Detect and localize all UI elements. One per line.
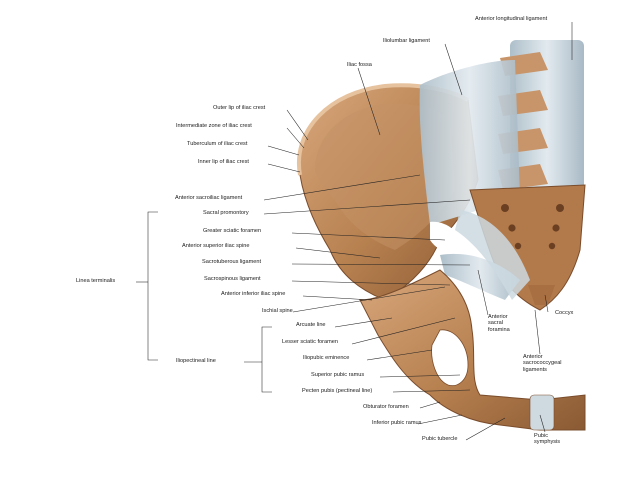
label-linea-terminalis: Linea terminalis [76,278,116,284]
sacral-foramen-3 [514,242,522,250]
label-anterior-inferior-iliac-spine: Anterior inferior iliac spine [221,291,286,297]
leader-lines [136,22,573,441]
sacral-foramen-4 [556,204,564,212]
sacral-foramen-2 [508,224,516,232]
sacrospinous-ligament-band [440,253,520,300]
sacrotuberous-ligament-band [455,210,530,300]
label-lesser-sciatic-foramen: Lesser sciatic foramen [282,339,338,345]
sacral-foramen-1 [501,204,509,212]
label-tuberculum-of-iliac-crest: Tuberculum of iliac crest [187,141,248,147]
label-anterior-sacral-foramina: Anterior sacral foramina [488,314,510,333]
coccyx-bone [528,285,555,305]
label-greater-sciatic-foramen: Greater sciatic foramen [203,228,262,234]
label-inferior-pubic-ramus: Inferior pubic ramus [372,420,422,426]
sacral-foramen-6 [548,242,556,250]
label-iliopubic-eminence: Iliopubic eminence [303,355,350,361]
greater-sciatic-foramen-gap [430,221,465,253]
label-sacrospinous-ligament: Sacrospinous ligament [204,276,261,282]
obturator-foramen-hole [431,329,469,387]
sacroiliac-ligaments [419,60,520,225]
label-outer-lip-of-iliac-crest: Outer lip of iliac crest [213,105,266,111]
label-sacrotuberous-ligament: Sacrotuberous ligament [202,259,262,265]
iliac-fossa-shade [315,103,455,251]
anterior-longitudinal-ligament-band [510,40,584,200]
label-pubic-symphysis: Pubic symphysis [534,433,561,446]
label-iliac-fossa: Iliac fossa [347,62,372,68]
label-intermediate-zone-of-iliac-crest: Intermediate zone of iliac crest [176,123,252,129]
label-anterior-sacrococcygeal-ligaments: Anterior sacrococcygeal ligaments [523,354,562,373]
label-sacral-promontory: Sacral promontory [203,210,249,216]
label-iliolumbar-ligament: Iliolumbar ligament [383,38,430,44]
label-arcuate-line: Arcuate line [296,322,326,328]
label-inner-lip-of-iliac-crest: Inner lip of iliac crest [198,159,249,165]
label-anterior-superior-iliac-spine: Anterior superior iliac spine [182,243,250,249]
ischium-and-pubis [359,269,586,431]
label-coccyx: Coccyx [555,310,574,316]
label-ischial-spine: Ischial spine [262,308,293,314]
label-pecten-pubis: Pecten pubis (pectineal line) [302,388,373,394]
label-obturator-foramen: Obturator foramen [363,404,409,410]
label-pubic-tubercle: Pubic tubercle [422,436,458,442]
label-superior-pubic-ramus: Superior pubic ramus [311,372,365,378]
label-iliopectineal-line: Iliopectineal line [176,358,216,364]
label-anterior-sacroiliac-ligament: Anterior sacroiliac ligament [175,195,243,201]
pubic-symphysis-disc [529,394,555,431]
sacral-foramen-5 [552,224,560,232]
label-anterior-longitudinal-ligament: Anterior longitudinal ligament [475,16,548,22]
